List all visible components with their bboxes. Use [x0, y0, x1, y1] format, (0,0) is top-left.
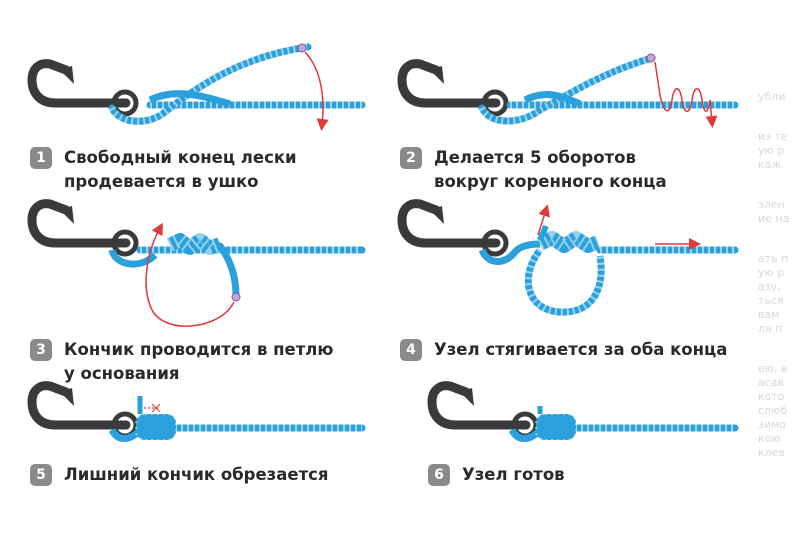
background-article-text: убли из те ую р каж злен ие на ать п ую … [758, 90, 790, 459]
step-1: 1 Свободный конец лески продевается в уш… [30, 146, 297, 194]
cut-mark-icon [144, 403, 161, 413]
step-6-illustration [427, 381, 739, 442]
direction-arrow-icon [304, 51, 329, 131]
step-caption: Кончик проводится в петлю у основания [64, 340, 334, 383]
step-caption: Узел стягивается за оба конца [434, 340, 728, 359]
fishing-hook-icon [397, 199, 509, 257]
step-caption: Свободный конец лески продевается в ушко [64, 148, 297, 191]
step-number-badge: 5 [30, 464, 52, 486]
step-1-illustration [27, 43, 366, 131]
step-caption: Лишний кончик обрезается [64, 465, 329, 484]
direction-arrow-icon [654, 61, 718, 128]
step-2: 2 Делается 5 оборотов вокруг коренного к… [400, 146, 667, 194]
direction-arrow-icon [145, 222, 235, 327]
fishing-hook-icon [27, 381, 139, 439]
fishing-line-icon [108, 396, 366, 442]
fishing-hook-icon [397, 59, 509, 117]
step-number-badge: 4 [400, 339, 422, 361]
fishing-hook-icon [427, 381, 539, 439]
fishing-line-icon [478, 53, 739, 125]
fishing-hook-icon [27, 199, 139, 257]
step-caption: Делается 5 оборотов вокруг коренного кон… [434, 148, 667, 191]
direction-arrow-icon [537, 204, 550, 236]
step-number-badge: 1 [30, 147, 52, 169]
step-number-badge: 3 [30, 339, 52, 361]
fishing-line-icon [108, 43, 366, 125]
step-3-illustration [27, 199, 366, 327]
fishing-line-icon [508, 406, 739, 442]
fishing-hook-icon [27, 59, 139, 117]
step-3: 3 Кончик проводится в петлю у основания [30, 338, 333, 386]
fishing-line-icon [108, 231, 366, 302]
step-4-illustration [397, 199, 739, 316]
step-6: 6 Узел готов [428, 463, 565, 487]
step-caption: Узел готов [462, 465, 565, 484]
step-4: 4 Узел стягивается за оба конца [400, 338, 727, 362]
step-5-illustration [27, 381, 366, 442]
fishing-line-icon [478, 224, 739, 316]
step-5: 5 Лишний кончик обрезается [30, 463, 329, 487]
step-number-badge: 2 [400, 147, 422, 169]
step-number-badge: 6 [428, 464, 450, 486]
step-2-illustration [397, 53, 739, 128]
